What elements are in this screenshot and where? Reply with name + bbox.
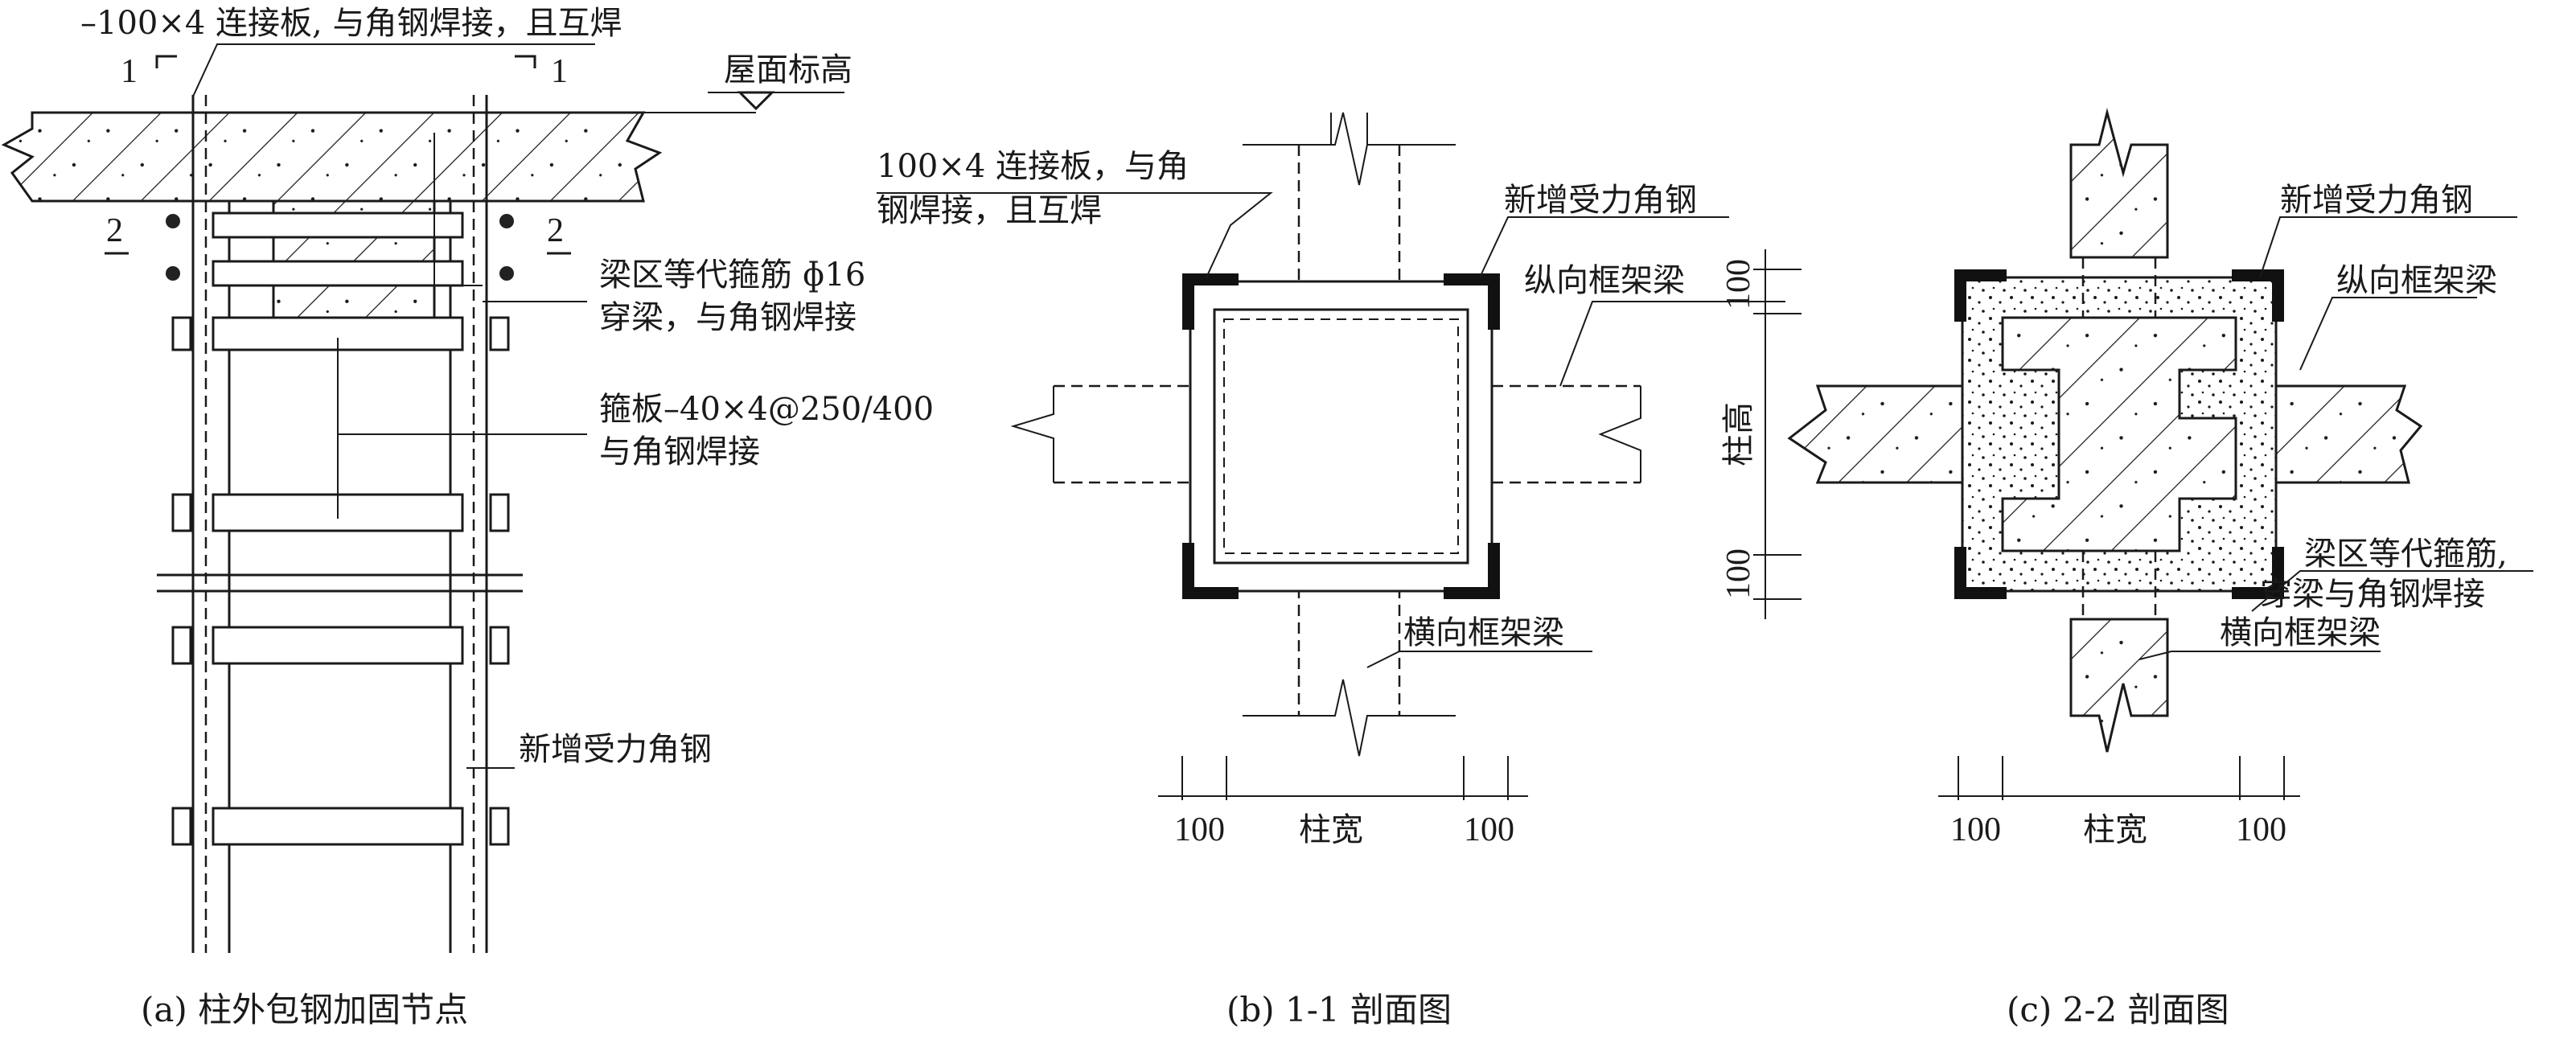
section-mark-1-right: 1: [551, 53, 568, 90]
batten-label-line1: 箍板–40×4@250/400: [599, 391, 934, 428]
angle-steel: [1182, 543, 1239, 599]
caption-b: (b) 1-1 剖面图: [1226, 990, 1452, 1029]
dim-width-b: 柱宽: [1299, 811, 1363, 848]
roof-level-label: 屋面标高: [724, 51, 853, 88]
dim-left-c: 100: [1950, 811, 2001, 848]
angle-steel: [1954, 269, 2007, 322]
plate-label-line1: 100×4 连接板，与角: [877, 148, 1189, 185]
trans-beam-label-c: 横向框架梁: [2220, 614, 2381, 651]
angle-steel: [2232, 269, 2284, 322]
column-core-c: [2001, 316, 2237, 552]
caption-c: (c) 2-2 剖面图: [2007, 990, 2229, 1029]
section-mark-1-left: 1: [121, 53, 138, 90]
long-beam-label-c: 纵向框架梁: [2336, 262, 2497, 299]
rebar-dot: [166, 214, 180, 228]
long-beam-label-b: 纵向框架梁: [1524, 262, 1685, 299]
caption-a: (a) 柱外包钢加固节点: [141, 990, 468, 1029]
section-mark-2-right: 2: [547, 212, 564, 249]
new-angle-label-b: 新增受力角钢: [1504, 182, 1697, 219]
plate-label-line2: 钢焊接，且互焊: [877, 192, 1102, 229]
dim-height-c: 柱高: [1720, 402, 1757, 466]
rebar-dot: [499, 266, 514, 281]
dim-right-b: 100: [1464, 811, 1514, 848]
angle-steel: [1444, 543, 1500, 599]
stirrup-label-line2: 穿梁，与角钢焊接: [599, 299, 857, 336]
dim-bottom-c: 100: [1720, 548, 1757, 599]
panel-a-elevation: –100×4 连接板, 与角钢焊接，且互焊 1 1 屋面标高 2 2 梁区等代箍…: [1, 5, 934, 1029]
angle-steel: [1182, 273, 1239, 330]
column-outline-b: [1189, 280, 1493, 593]
dim-top-c: 100: [1720, 259, 1757, 310]
panel-c-section-2-2: 新增受力角钢 纵向框架梁 100 柱高 100 梁区等代箍筋, 穿梁与角钢焊接 …: [1720, 108, 2533, 1029]
dim-right-c: 100: [2236, 811, 2286, 848]
dim-width-c: 柱宽: [2083, 811, 2147, 848]
rebar-dot: [166, 266, 180, 281]
rebar-dot: [499, 214, 514, 228]
section-mark-2-left: 2: [106, 212, 123, 249]
callout-connection-plate: –100×4 连接板, 与角钢焊接，且互焊: [80, 5, 622, 42]
new-angle-label-c: 新增受力角钢: [2280, 182, 2473, 219]
trans-beam-label-b: 横向框架梁: [1403, 614, 1564, 651]
panel-b-section-1-1: 100×4 连接板，与角 钢焊接，且互焊 新增受力角钢 纵向框架梁 横向框架梁 …: [877, 112, 1785, 1029]
dim-left-b: 100: [1174, 811, 1225, 848]
roof-slab: [1, 111, 663, 203]
stirrup-label-line1: 梁区等代箍筋 ɸ16: [599, 257, 865, 294]
angle-steel: [2232, 547, 2284, 599]
new-angle-label-a: 新增受力角钢: [519, 731, 712, 768]
batten-label-line2: 与角钢焊接: [599, 433, 760, 470]
angle-steel: [1954, 547, 2007, 599]
angle-steel: [1444, 273, 1500, 330]
stirrup-label-c-line1: 梁区等代箍筋,: [2304, 536, 2508, 573]
stirrup-label-c-line2: 穿梁与角钢焊接: [2260, 576, 2485, 613]
